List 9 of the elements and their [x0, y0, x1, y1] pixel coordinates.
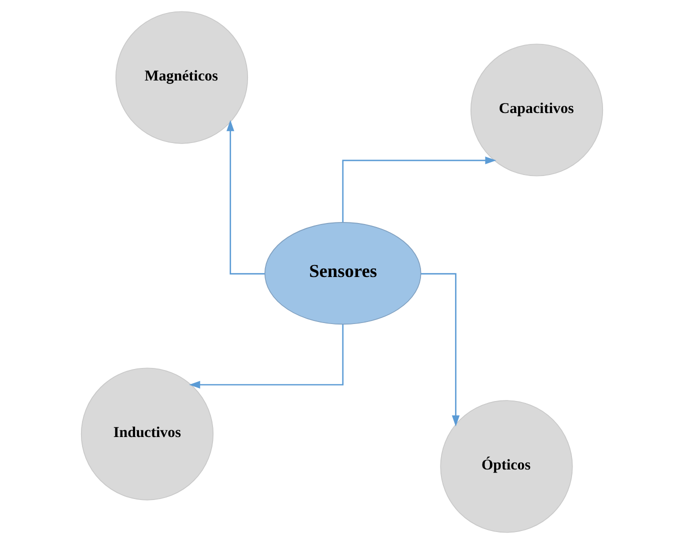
- node-circle: Capacitivos: [470, 44, 604, 176]
- node-circle: Ópticos: [440, 400, 573, 533]
- arrow: [420, 273, 460, 426]
- node-circle: Inductivos: [80, 368, 214, 500]
- node-circle: Magnéticos: [115, 11, 248, 144]
- arrow: [189, 324, 344, 389]
- arrow: [342, 156, 496, 222]
- node-ellipse: Sensores: [264, 222, 422, 325]
- arrow: [226, 120, 265, 274]
